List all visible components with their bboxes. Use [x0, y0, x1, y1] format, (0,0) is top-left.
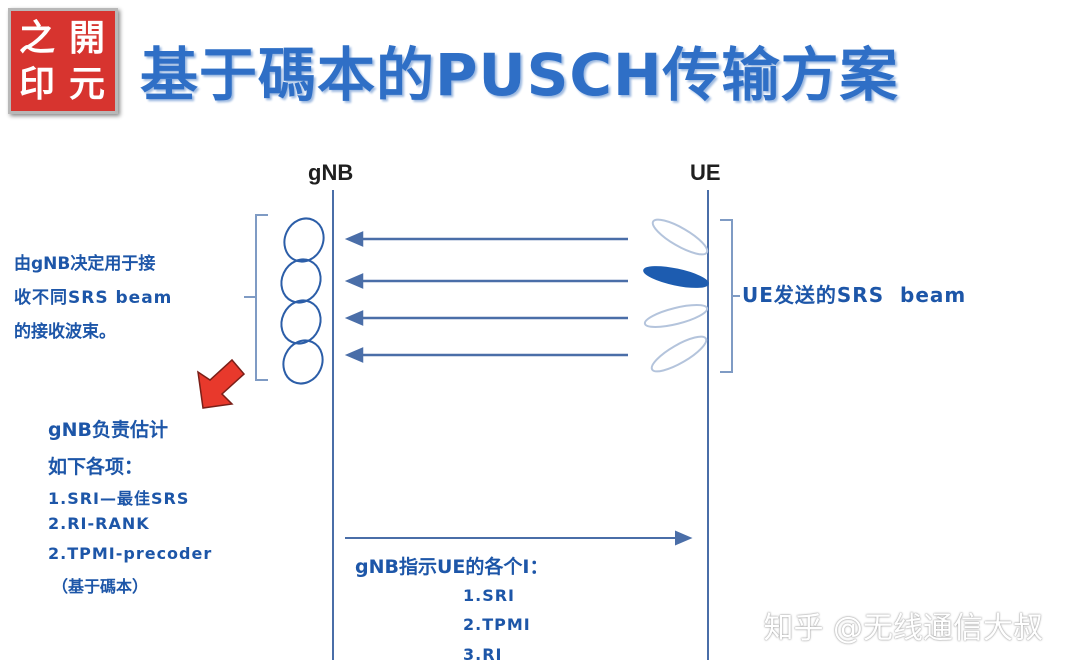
ue-label: UE: [690, 160, 721, 185]
rx-beam: [280, 299, 322, 345]
right-bracket: [720, 219, 740, 373]
logo-char: 印: [18, 63, 55, 105]
uplink-arrows: [344, 231, 628, 363]
logo: 之 開 印 元: [8, 8, 118, 114]
logo-char: 元: [68, 63, 105, 105]
estimate-heading: 如下各项：: [48, 456, 144, 478]
pointer-arrow-icon: [197, 358, 246, 409]
left-bracket: [244, 214, 268, 381]
srs-beam: [651, 218, 709, 256]
left-note-line: 收不同SRS beam: [14, 288, 173, 308]
indicate-item: 1.SRI: [463, 586, 516, 605]
page-title: 基于碼本的PUSCH传输方案: [140, 41, 899, 109]
srs-beam: [650, 335, 708, 373]
srs-beam-active: [643, 266, 709, 288]
downlink-arrow: [345, 530, 693, 546]
indicate-item: 2.TPMI: [463, 615, 531, 634]
watermark: 知乎 @无线通信大叔: [763, 611, 1043, 646]
rx-beam: [283, 217, 325, 263]
logo-char: 開: [68, 17, 105, 59]
left-note-line: 由gNB决定用于接: [14, 254, 156, 274]
left-note-line: 的接收波束。: [14, 322, 116, 342]
indicate-item: 3.RI: [463, 645, 503, 664]
gnb-label: gNB: [308, 160, 354, 185]
estimate-item: （基于碼本）: [52, 577, 149, 596]
estimate-item: 1.SRI—最佳SRS: [48, 489, 190, 508]
rx-beam: [280, 258, 322, 304]
logo-char: 之: [18, 17, 55, 59]
right-note: UE发送的SRS beam: [742, 283, 967, 307]
rx-beam: [282, 339, 324, 385]
estimate-heading: gNB负责估计: [48, 419, 168, 441]
estimate-item: 2.TPMI-precoder: [48, 544, 213, 563]
indicate-heading: gNB指示UE的各个I：: [355, 556, 549, 578]
estimate-item: 2.RI-RANK: [48, 514, 150, 533]
srs-beam: [643, 304, 709, 328]
